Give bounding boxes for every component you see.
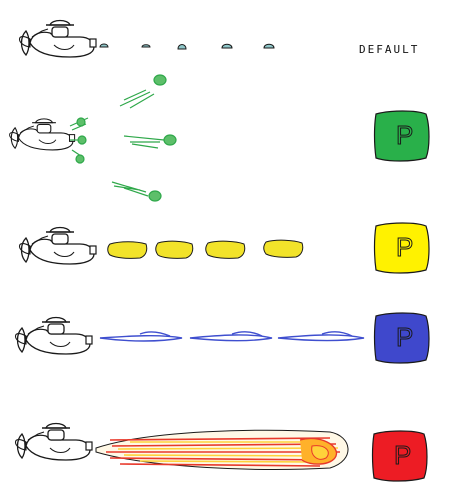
default-weapon-label: DEFAULT <box>359 43 420 56</box>
default-bullet <box>99 43 109 48</box>
spread-bullet <box>77 135 87 145</box>
spread-bullet <box>76 117 86 127</box>
default-bullet <box>141 44 151 48</box>
powerup-fire[interactable]: P <box>371 430 428 482</box>
wave-bullet <box>189 334 273 342</box>
powerup-laser[interactable]: P <box>373 222 430 274</box>
fire-beam <box>95 429 349 470</box>
powerup-letter: P <box>396 120 413 150</box>
laser-shots <box>107 239 304 259</box>
powerup-spread[interactable]: P <box>373 110 430 162</box>
default-shots <box>99 43 275 50</box>
powerup-wave[interactable]: P <box>373 312 430 364</box>
default-bullet <box>177 44 187 50</box>
powerup-letter: P <box>396 322 413 352</box>
ship-row-wave <box>14 316 93 355</box>
ship-row-spread <box>8 118 76 151</box>
default-bullet <box>263 43 275 49</box>
spread-shots <box>69 74 177 202</box>
wave-shots <box>99 331 365 342</box>
laser-bullet <box>263 239 304 258</box>
powerup-letter: P <box>396 232 413 262</box>
spread-bullet <box>75 154 85 164</box>
spread-bullet <box>153 74 167 86</box>
powerup-letter: P <box>394 440 411 470</box>
default-bullet <box>221 43 233 49</box>
laser-bullet <box>205 240 246 259</box>
wave-bullet <box>99 334 183 342</box>
ship-row-fire <box>14 422 93 461</box>
laser-bullet <box>155 240 194 259</box>
spread-bullet <box>148 190 162 202</box>
laser-bullet <box>107 241 148 259</box>
spread-bullet <box>163 134 177 146</box>
wave-bullet <box>277 334 365 342</box>
ship-row-laser <box>18 226 97 265</box>
ship-row-default <box>18 19 97 58</box>
